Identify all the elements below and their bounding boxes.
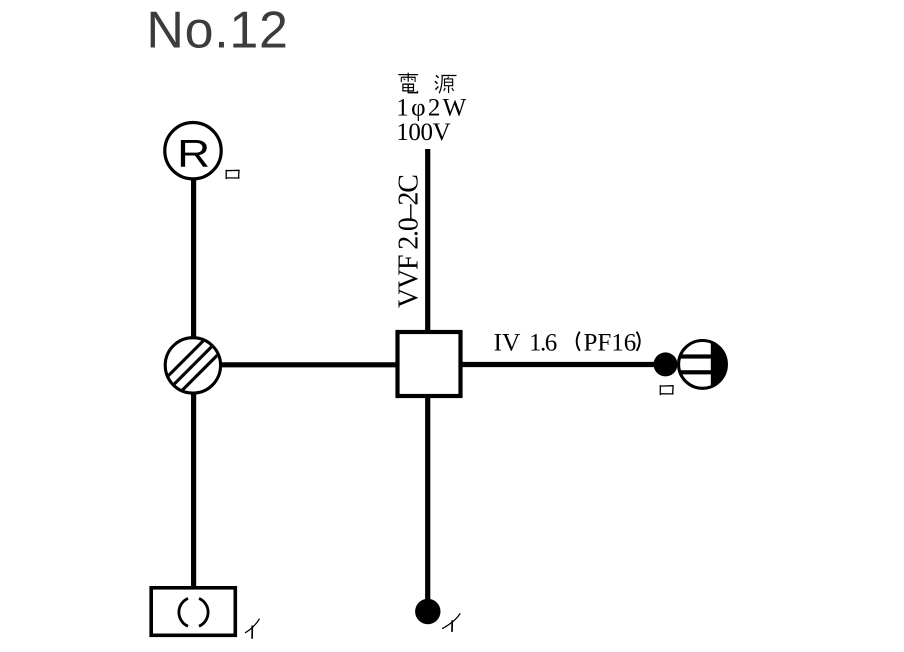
svg-text:R: R (177, 132, 210, 175)
svg-text:IV: IV (494, 328, 521, 357)
svg-text:1.6: 1.6 (529, 330, 557, 357)
svg-text:100V: 100V (396, 119, 450, 146)
svg-text:No.12: No.12 (146, 2, 288, 60)
svg-text:PF16: PF16 (584, 330, 637, 357)
svg-text:1φ2W: 1φ2W (396, 95, 468, 122)
svg-text:VVF 2.0–2C: VVF 2.0–2C (394, 175, 425, 308)
